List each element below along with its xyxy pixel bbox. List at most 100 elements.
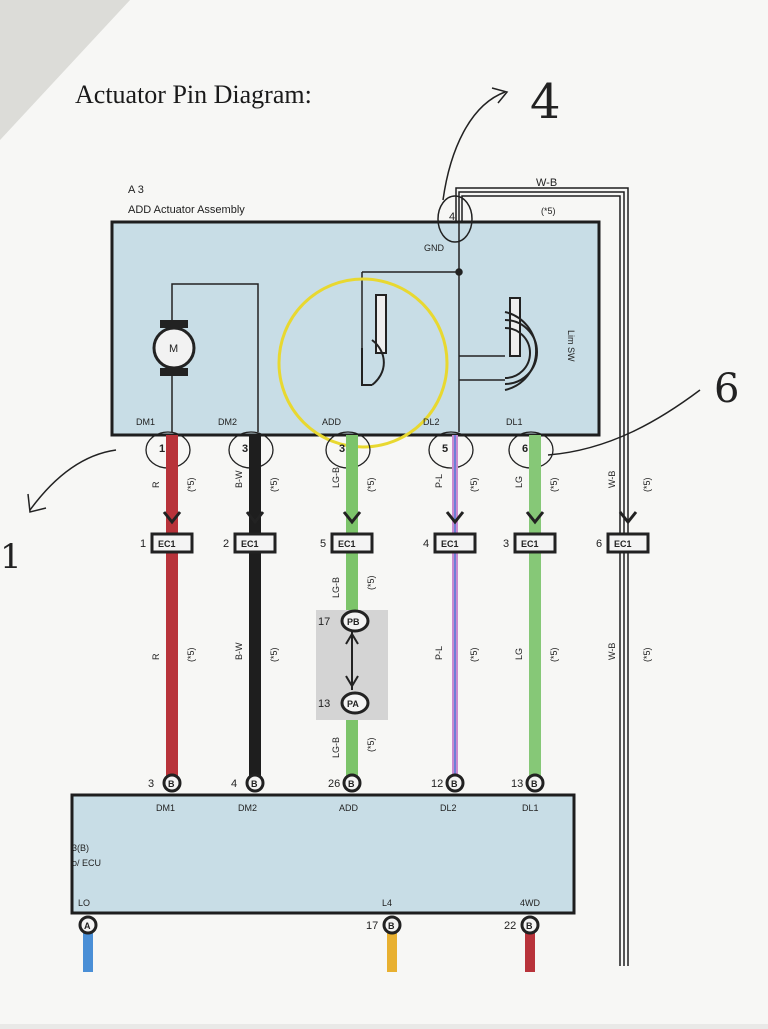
connector-ec1 — [330, 532, 374, 554]
hand-annotations — [27, 87, 701, 513]
connector-label: EC1 — [158, 539, 176, 549]
ecu-top-pin-conn: B — [251, 779, 258, 789]
motor-bottom — [160, 368, 188, 376]
ecu-pin-label-add: ADD — [339, 803, 359, 813]
highlight-circle — [277, 277, 449, 449]
ecu-top-pin-conn: B — [168, 779, 175, 789]
wire-note-lower: (*5) — [549, 647, 559, 662]
wire-note-upper: (*5) — [269, 477, 279, 492]
junction-pb-label: PB — [347, 617, 360, 627]
gnd-label: GND — [424, 243, 445, 253]
wire-arrow — [618, 511, 638, 525]
wire-code-upper: W-B — [607, 471, 617, 488]
wire-code-lower: P-L — [434, 646, 444, 660]
junction-arrow-up — [345, 632, 359, 645]
connector-ec1 — [606, 532, 650, 554]
wire-code-upper: P-L — [434, 474, 444, 488]
junction-pb-pin: 17 — [318, 616, 330, 628]
page-title: Actuator Pin Diagram: — [75, 80, 312, 109]
connector-ec1 — [150, 532, 194, 554]
ecu-bottom-pin-number: 22 — [504, 920, 516, 932]
limit-switch — [504, 297, 538, 391]
actuator-pin-name-dm1: DM1 — [136, 417, 155, 427]
actuator-pin-name-dl2: DL2 — [423, 417, 440, 427]
ecu-top-pin-number: 4 — [231, 778, 237, 790]
ecu-pin-label-dl1: DL1 — [522, 803, 539, 813]
connector-label: EC1 — [241, 539, 259, 549]
lim-sw-label: Lim SW — [566, 330, 576, 362]
wire-code-lower: B-W — [234, 642, 244, 660]
ecu-pin-label-dm2: DM2 — [238, 803, 257, 813]
ecu-pin-label-4wd: 4WD — [520, 898, 541, 908]
wire-note-lower: (*5) — [469, 647, 479, 662]
wire-arrow — [445, 511, 465, 525]
connector-label: EC1 — [441, 539, 459, 549]
wire-arrow — [245, 511, 265, 525]
actuator-pin-number: 3 — [242, 443, 248, 455]
gnd-wire-note: (*5) — [541, 206, 556, 216]
connector-ec1 — [233, 532, 277, 554]
junction-pa-pin: 13 — [318, 698, 330, 710]
motor-label: M — [169, 343, 178, 355]
ecu-bottom-pin-conn: A — [84, 921, 91, 931]
ecu-pin-label-lo: LO — [78, 898, 90, 908]
junction-arrow-down — [345, 675, 359, 688]
ecu-top-pin — [342, 773, 362, 793]
actuator-pin-number: 3 — [339, 443, 345, 455]
ecu-pin-label-dl2: DL2 — [440, 803, 457, 813]
hand-circle-pin — [428, 431, 474, 469]
ecu-top-pin-number: 26 — [328, 778, 340, 790]
junction-upper-code: LG-B — [331, 577, 341, 598]
background-corner — [0, 0, 130, 140]
connector-ec1 — [513, 532, 557, 554]
wire-code-upper: R — [151, 481, 161, 488]
internal-wiring — [171, 222, 505, 432]
wire-code-upper: LG-B — [331, 467, 341, 488]
ecu-top-pin — [525, 773, 545, 793]
ecu-top-pin — [162, 773, 182, 793]
connector-label: EC1 — [614, 539, 632, 549]
connector-ec1 — [433, 532, 477, 554]
hand-circle-gnd — [437, 195, 473, 243]
wire-code-upper: LG — [514, 476, 524, 488]
actuator-pin-number: 5 — [442, 443, 448, 455]
connector-pin: 5 — [320, 538, 326, 550]
annotation-1: 1 — [0, 537, 22, 577]
actuator-ref: A 3 — [128, 184, 144, 196]
motor-top — [160, 320, 188, 328]
ecu-top-pin — [445, 773, 465, 793]
connector-label: EC1 — [521, 539, 539, 549]
junction-lower-code: LG-B — [331, 737, 341, 758]
wire-code-upper: B-W — [234, 470, 244, 488]
connector-label: EC1 — [338, 539, 356, 549]
wire-note-lower: (*5) — [642, 647, 652, 662]
actuator-pin-name-dm2: DM2 — [218, 417, 237, 427]
wire-note-lower: (*5) — [186, 647, 196, 662]
connector-pin: 6 — [596, 538, 602, 550]
wire-arrow — [342, 511, 362, 525]
ecu-top-pin-conn: B — [531, 779, 538, 789]
add-switch — [361, 294, 387, 386]
ecu-top-pin-conn: B — [348, 779, 355, 789]
actuator-pin-name-dl1: DL1 — [506, 417, 523, 427]
actuator-name: ADD Actuator Assembly — [128, 204, 245, 216]
actuator-pin-name-add: ADD — [322, 417, 342, 427]
wire-note-upper: (*5) — [549, 477, 559, 492]
wire-code-lower: LG — [514, 648, 524, 660]
ecu-box — [70, 793, 576, 915]
ecu-top-pin-number: 3 — [148, 778, 154, 790]
actuator-pin-number: 1 — [159, 443, 165, 455]
wire-note-upper: (*5) — [469, 477, 479, 492]
wire-note-upper: (*5) — [366, 477, 376, 492]
ecu-bottom-pin-conn: B — [526, 921, 533, 931]
junction-upper-note: (*5) — [366, 575, 376, 590]
connector-pin: 1 — [140, 538, 146, 550]
connector-pin: 4 — [423, 538, 429, 550]
gnd-wire — [455, 187, 629, 966]
ecu-top-pin — [245, 773, 265, 793]
gnd-wire-code: W-B — [536, 177, 557, 189]
ecu-pin-label-l4: L4 — [382, 898, 392, 908]
wire-code-lower: W-B — [607, 643, 617, 660]
